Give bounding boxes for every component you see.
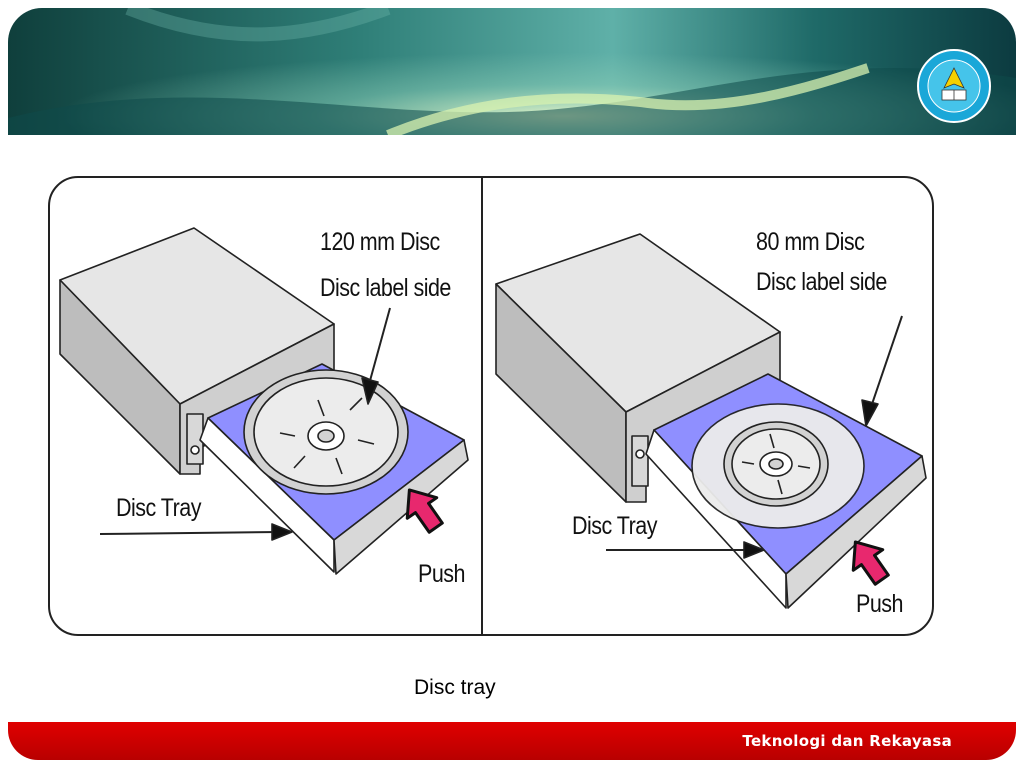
left-disc-tray-label: Disc Tray bbox=[116, 494, 201, 522]
right-drive-illustration bbox=[495, 233, 927, 609]
left-drive-illustration bbox=[59, 227, 469, 575]
footer-title: Teknologi dan Rekayasa bbox=[742, 732, 952, 750]
right-push-arrow-icon bbox=[851, 540, 890, 586]
figure-caption: Disc tray bbox=[414, 676, 496, 699]
tut-wuri-handayani-logo bbox=[916, 48, 992, 124]
left-push-label: Push bbox=[418, 560, 465, 588]
right-push-label: Push bbox=[856, 590, 903, 618]
right-label-side-text: Disc label side bbox=[756, 268, 887, 296]
right-disc-tray-label: Disc Tray bbox=[572, 512, 657, 540]
disc-tray-figure: 120 mm Disc Disc label side Disc Tray Pu… bbox=[48, 176, 934, 636]
left-disc-size-label: 120 mm Disc bbox=[320, 228, 440, 256]
header-banner bbox=[8, 8, 1016, 135]
left-label-side-text: Disc label side bbox=[320, 274, 451, 302]
left-push-arrow-icon bbox=[405, 488, 444, 534]
right-disc-size-label: 80 mm Disc bbox=[756, 228, 865, 256]
footer-bar bbox=[8, 722, 1016, 760]
